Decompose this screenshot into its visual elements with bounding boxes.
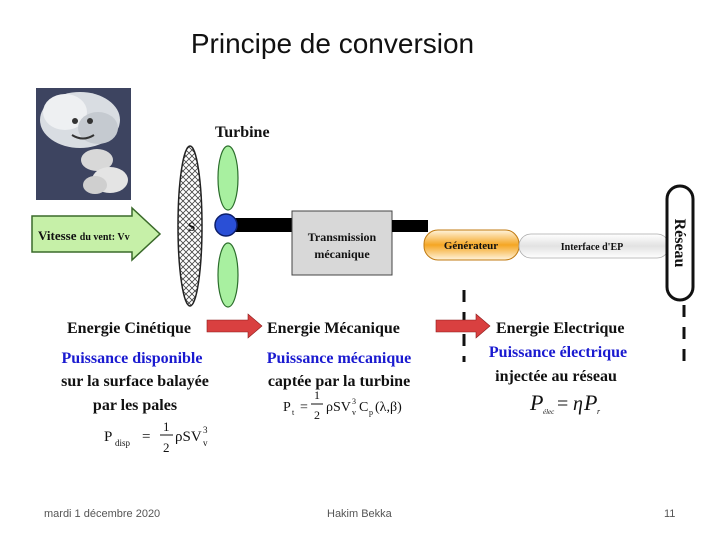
svg-text:v: v [203,438,208,448]
turbine-label: Turbine [215,124,270,141]
power-mechanic-line2: captée par la turbine [268,373,410,390]
svg-text:(λ,β): (λ,β) [375,400,402,415]
svg-text:Vitesse du vent: Vv: Vitesse du vent: Vv [38,228,130,243]
svg-text:r: r [597,407,601,416]
wind-arrow [31,206,162,262]
arrow-kinetic-to-mechanic [206,313,263,339]
power-electric-line2: injectée au réseau [495,368,617,385]
power-available-line3: par les pales [93,397,177,414]
s-label: S [188,219,195,234]
shaft [232,218,294,232]
energy-mechanic: Energie Mécanique [267,320,400,337]
footer-date: mardi 1 décembre 2020 [44,508,161,520]
svg-text:=: = [557,393,568,415]
transmission-line2: mécanique [314,247,370,261]
svg-text:=: = [142,429,150,445]
svg-text:t: t [292,408,295,417]
grid-label: Réseau [671,219,688,268]
page-title: Principe de conversion [190,28,475,59]
hub [214,213,238,237]
svg-text:2: 2 [163,440,170,455]
svg-text:1: 1 [314,388,320,402]
svg-text:v: v [352,408,356,417]
formula-mechanic-power: P t = 1 2 ρSV 3 v C p (λ,β) [283,388,402,422]
svg-text:P: P [104,429,112,445]
svg-text:3: 3 [352,397,356,406]
svg-text:η: η [573,393,583,415]
svg-text:1: 1 [163,419,170,434]
power-available-line1: Puissance disponible [62,350,203,367]
svg-text:élec: élec [543,408,555,416]
transmission-box [291,210,393,276]
svg-text:P: P [283,400,291,415]
svg-text:disp: disp [115,438,131,448]
swept-area-disk [177,145,203,307]
svg-text:=: = [300,400,308,415]
svg-text:3: 3 [203,425,208,435]
formula-electric-power: P élec = η P r [529,390,601,416]
blade-bottom [217,242,239,308]
svg-text:2: 2 [314,408,320,422]
wind-cloud-icon [36,88,131,200]
power-electric-line1: Puissance électrique [489,344,627,361]
svg-text:P: P [583,390,597,415]
wind-label-rest: du vent: Vv [80,232,130,243]
wind-label-main: Vitesse [38,228,77,243]
power-mechanic-line1: Puissance mécanique [267,350,411,367]
transmission-line1: Transmission [308,230,377,244]
energy-electric: Energie Electrique [496,320,624,337]
footer-page-number: 11 [664,508,676,520]
output-shaft [392,220,428,232]
generator-label: Générateur [444,240,498,252]
arrow-mechanic-to-electric [435,313,491,339]
svg-text:p: p [369,408,373,417]
power-available-line2: sur la surface balayée [61,373,209,390]
svg-text:P: P [529,390,543,415]
formula-available-power: P disp = 1 2 ρSV 3 v [104,419,208,455]
grid-box [665,184,695,302]
interface-label: Interface d'EP [561,242,624,253]
footer-author: Hakim Bekka [327,508,392,520]
svg-text:ρSV: ρSV [175,429,202,445]
svg-text:ρSV: ρSV [326,400,351,415]
svg-text:C: C [359,400,368,415]
blade-top [217,145,239,211]
energy-kinetic: Energie Cinétique [67,320,191,337]
